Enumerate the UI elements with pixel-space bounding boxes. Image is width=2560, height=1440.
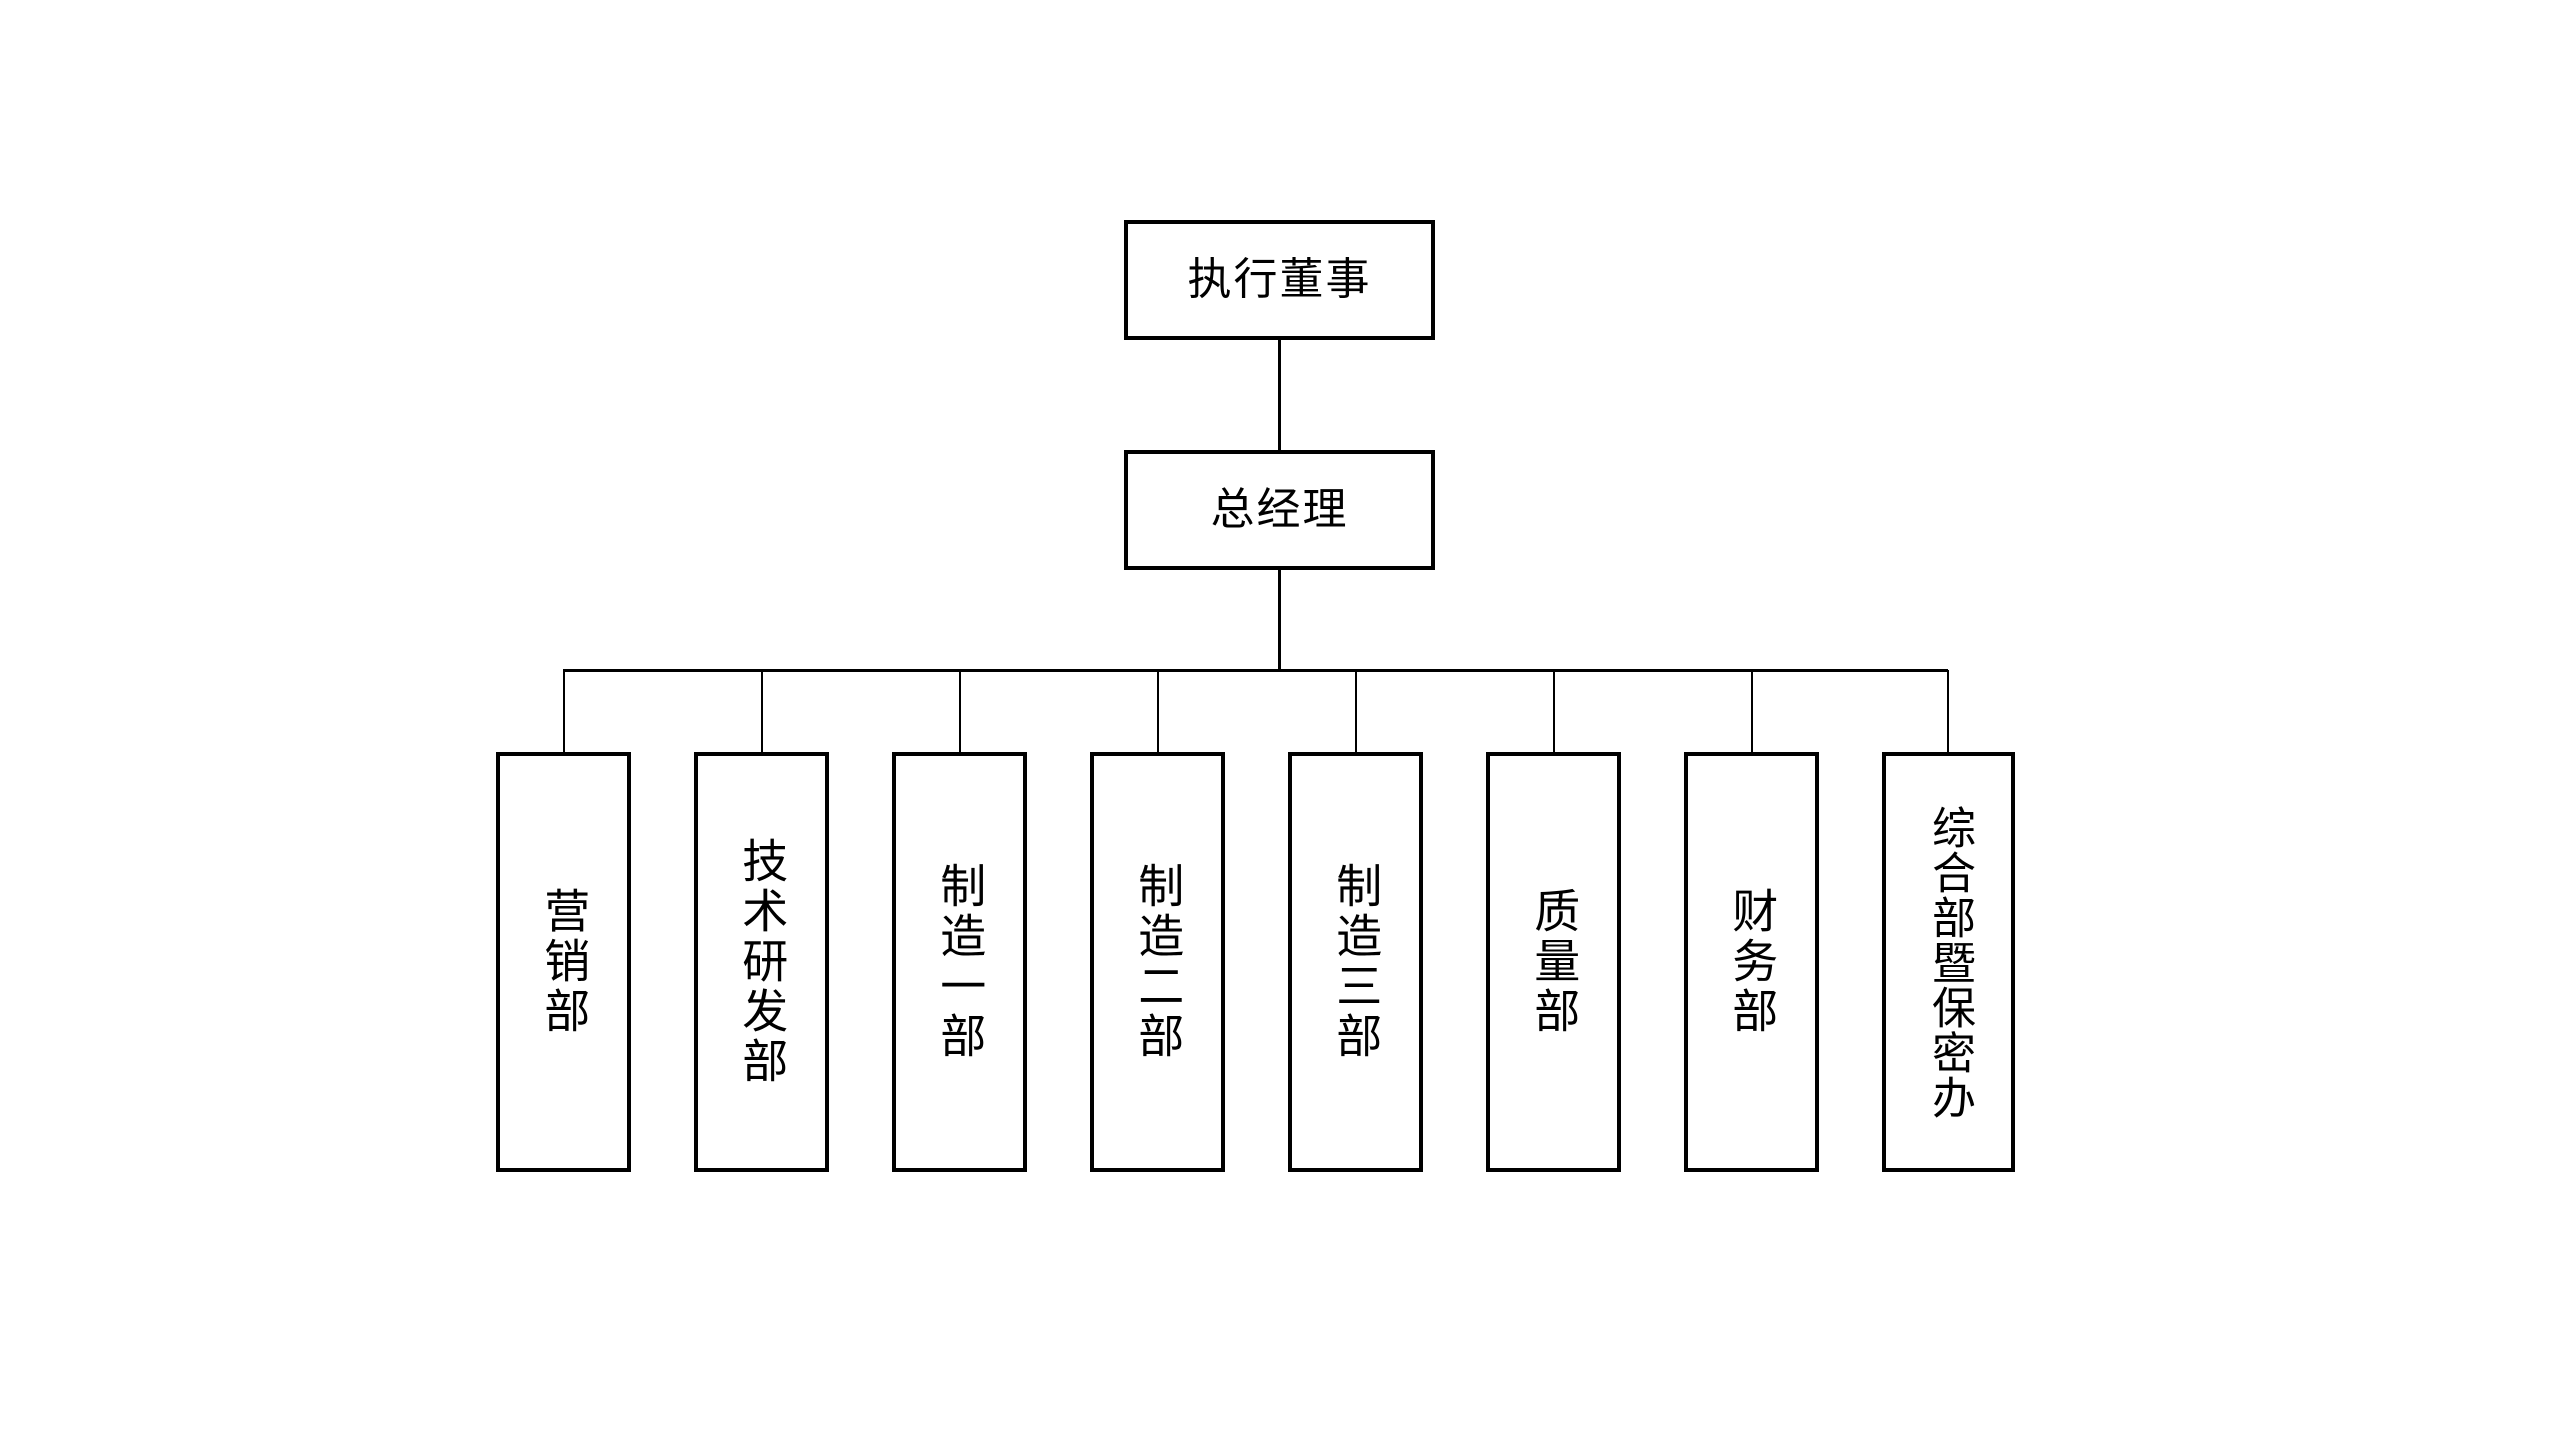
connector-exec-to-gm [1278, 340, 1281, 450]
node-department-quality[interactable]: 质量部 [1486, 752, 1621, 1172]
connector-horizontal-bus [563, 669, 1948, 672]
node-department-manufacturing-3[interactable]: 制造三部 [1288, 752, 1423, 1172]
connector-drop-dept-7 [1751, 670, 1753, 754]
connector-drop-dept-1 [563, 670, 565, 754]
node-general-manager[interactable]: 总经理 [1124, 450, 1435, 570]
node-department-manufacturing-2-label: 制造二部 [1132, 862, 1185, 1062]
node-department-marketing-label: 营销部 [538, 887, 591, 1037]
connector-drop-dept-5 [1355, 670, 1357, 754]
node-department-manufacturing-1-label: 制造一部 [934, 862, 987, 1062]
connector-drop-dept-3 [959, 670, 961, 754]
node-department-finance-label: 财务部 [1726, 887, 1779, 1037]
node-department-manufacturing-2[interactable]: 制造二部 [1090, 752, 1225, 1172]
node-executive-director[interactable]: 执行董事 [1124, 220, 1435, 340]
connector-drop-dept-2 [761, 670, 763, 754]
connector-drop-dept-8 [1947, 670, 1949, 754]
connector-gm-to-bus [1278, 570, 1281, 671]
connector-drop-dept-4 [1157, 670, 1159, 754]
node-department-quality-label: 质量部 [1528, 887, 1581, 1037]
node-department-general-affairs-confidentiality-label: 综合部暨保密办 [1924, 804, 1974, 1120]
node-department-manufacturing-1[interactable]: 制造一部 [892, 752, 1027, 1172]
node-general-manager-label: 总经理 [1210, 485, 1349, 534]
connector-drop-dept-6 [1553, 670, 1555, 754]
node-department-general-affairs-confidentiality[interactable]: 综合部暨保密办 [1882, 752, 2015, 1172]
node-department-manufacturing-3-label: 制造三部 [1330, 862, 1383, 1062]
node-executive-director-label: 执行董事 [1187, 255, 1372, 304]
node-department-finance[interactable]: 财务部 [1684, 752, 1819, 1172]
node-department-technology-rd[interactable]: 技术研发部 [694, 752, 829, 1172]
node-department-marketing[interactable]: 营销部 [496, 752, 631, 1172]
node-department-technology-rd-label: 技术研发部 [736, 837, 789, 1087]
